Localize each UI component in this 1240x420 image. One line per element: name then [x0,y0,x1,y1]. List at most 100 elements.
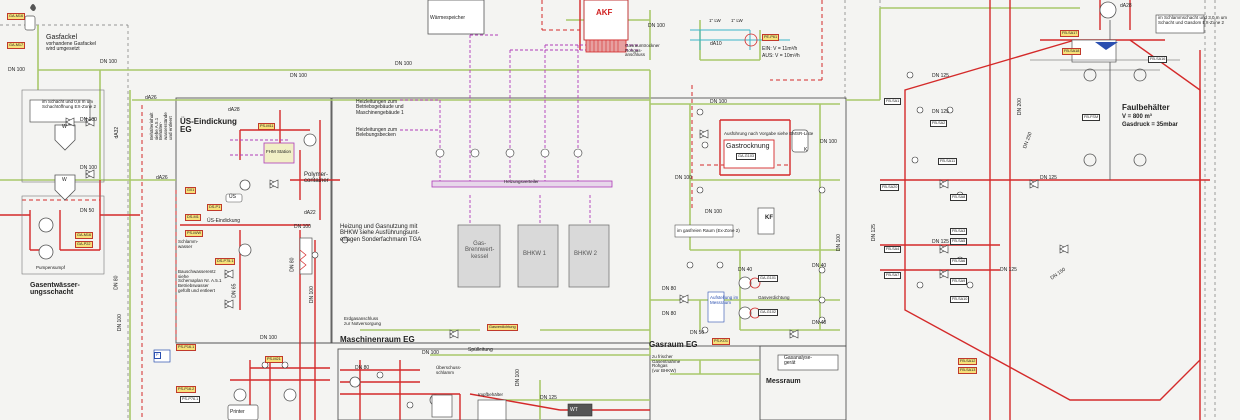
tag-fb-sa3: FB-SA3 [950,228,968,235]
da26-b: dA26 [156,175,168,181]
heizung-note: Heizung und Gasnutzung mit BHKW siehe Au… [340,224,422,243]
heating-coil [299,249,307,271]
tag-gasverdichtung: Gasverdichtung [487,324,518,331]
dn100-bottom-vert: DN 100 [514,369,521,387]
biogas-lines [0,0,1210,420]
gasfreier-raum: im gasfreien Raum (Ex-Zone 2) [677,228,740,233]
flare-flame [30,4,36,11]
tag-ps-p76: PS-P76.1 [180,396,201,403]
tag-fb-sa13: FB-SA13 [958,367,978,374]
waermespeicher-label: Wärmespeicher [430,15,466,21]
tag-ps-m11: PS-M11 [258,123,276,130]
maschinenraum-title: Maschinenraum EG [340,335,415,344]
dn100-flare: DN 100 [8,67,25,73]
gasentwaesserung-title: Gasentwässer- ungsschacht [30,282,80,297]
tag-ds-m1: DS-M1 [185,214,201,221]
beitraege-note: Behälterinhalt siehe A.5.1 Behälter- was… [149,112,173,140]
gastrocknung-label: Gastrocknung [726,143,770,150]
tag-ps-p16: PS-P16.1 [176,344,197,351]
dn125-e: DN 125 [1000,267,1017,273]
dn100-top3: DN 100 [395,61,412,67]
dn100-vert-left: DN 100 [116,314,123,332]
dn100-bottom: DN 100 [260,335,277,341]
dn80-bottom: DN 80 [355,365,370,371]
tag-fb-sa18: FB-SA18 [1062,48,1082,55]
faul-volume: V = 800 m³ [1122,114,1152,120]
printer-label: Printer [230,409,245,415]
lw1: 1" LW [709,18,721,23]
da32-vert: dA32 [114,126,121,139]
tag-fb-sa11: FB-SA11 [938,158,958,165]
dn100-spuel: DN 100 [422,350,439,356]
tag-fb-sa5: FB-SA5 [950,238,968,245]
dn100-ues: DN 100 [294,224,311,230]
dn100-trap2: DN 100 [80,165,97,171]
dn125-vert: DN 125 [870,224,877,242]
tag-ga-g101: GA-G101 [758,275,779,282]
heizleitungen-betrieb: Heizleitungen zum Betriebsgebäude und Ma… [356,99,404,116]
gasleit-note: Gasverdichtung [758,295,790,300]
tag-fb-sa9: FB-SA9 [950,278,968,285]
gas-ger-note: Gasraumtrockner Rohgas- anschluss [625,43,660,58]
dn125-c: DN 125 [1040,175,1057,181]
dn80-vert: DN 80 [113,275,120,290]
ein-v: EIN: V = 11m³/h [762,46,798,52]
gasraum-title: Gasraum EG [649,340,698,349]
temperatur-note-top: Ausführung nach Vorgabe siehe EMSR-Liste [724,131,814,136]
dn125-d: DN 125 [932,239,949,245]
da28-faul: dA28 [1120,3,1132,9]
akf-coil [589,40,619,52]
dn100-akf: DN 100 [648,23,665,29]
tag-ga-g103: GA-G103 [736,153,757,160]
k-label: K [804,147,808,153]
akf-label: AKF [596,8,613,17]
bhkw2-label: BHKW 2 [574,251,598,257]
pumpensumpf-label: Pumpensumpf [36,265,66,270]
dn65-vert: DN 65 [231,283,238,298]
tag-ps-m: PS-M/W [185,230,204,237]
equipment-boxes [21,0,1205,417]
bhkw1-label: BHKW 1 [523,251,547,257]
dn40-c: DN 40 [812,320,827,326]
tag-ps-m21: PS-M21 [265,356,283,363]
tag-fb-sa12: FB-SA12 [958,358,978,365]
heizleitungen-belebung: Heizleitungen zum Belebungsbecken [356,127,398,139]
gasfackel-label: Gasfackel [46,34,78,41]
tag-fb-fsm: FB-FSM [1082,114,1101,121]
faul-note: im Schlammschacht und 3,0 m um Schacht u… [1158,15,1228,25]
ues-eindickung-title: ÜS-Eindickung EG [180,117,237,135]
ues-eindickung-small: ÜS-Eindickung [207,218,241,224]
separators [24,15,809,420]
ueberschuss-label: Überschuss- schlamm [436,365,462,375]
room-outlines [175,97,847,420]
gasfreie-luft: zu frischer Gasentnahme Rohgas (vor BHKW… [652,354,681,374]
valves [65,117,1069,339]
trap-w1: W [62,124,67,130]
tag-fb-sa1: FB-SA1 [884,98,902,105]
tag-fb-sa4: FB-SA4 [884,246,902,253]
erdgas-note: Erdgasanschluss zur Notversorgung [344,316,382,326]
dn100-vert-r: DN 100 [835,234,842,252]
pumps [38,1,1147,406]
tag-ps-k: PS-KO1 [712,338,730,345]
gaskessel-label: Gas- Brennwert- kessel [465,241,495,260]
da26-a: dA26 [145,95,157,101]
kf-label: KF [765,215,773,221]
faul-pressure: Gasdruck = 35mbar [1122,122,1178,128]
faulbehaelter-title: Faulbehälter [1122,103,1170,112]
gas-blowers [744,33,761,319]
fhm-station: FHM Station [266,149,292,154]
ues-box: ÜS [229,194,236,200]
tag-ga-p22: GA-P22 [75,241,93,248]
wt-label: WT [570,407,578,413]
tag-flow: P [154,352,161,359]
digester-body [904,39,1201,401]
spuelleitung: Spülleitung [468,347,493,353]
tag-ga-g102: GA-G102 [758,309,779,316]
dn100-top2: DN 100 [290,73,307,79]
tag-ga-m16: GA-M16 [7,13,26,20]
dn80-gr1: DN 80 [662,286,677,292]
tag-pe-p61: PE-P61 [762,34,780,41]
